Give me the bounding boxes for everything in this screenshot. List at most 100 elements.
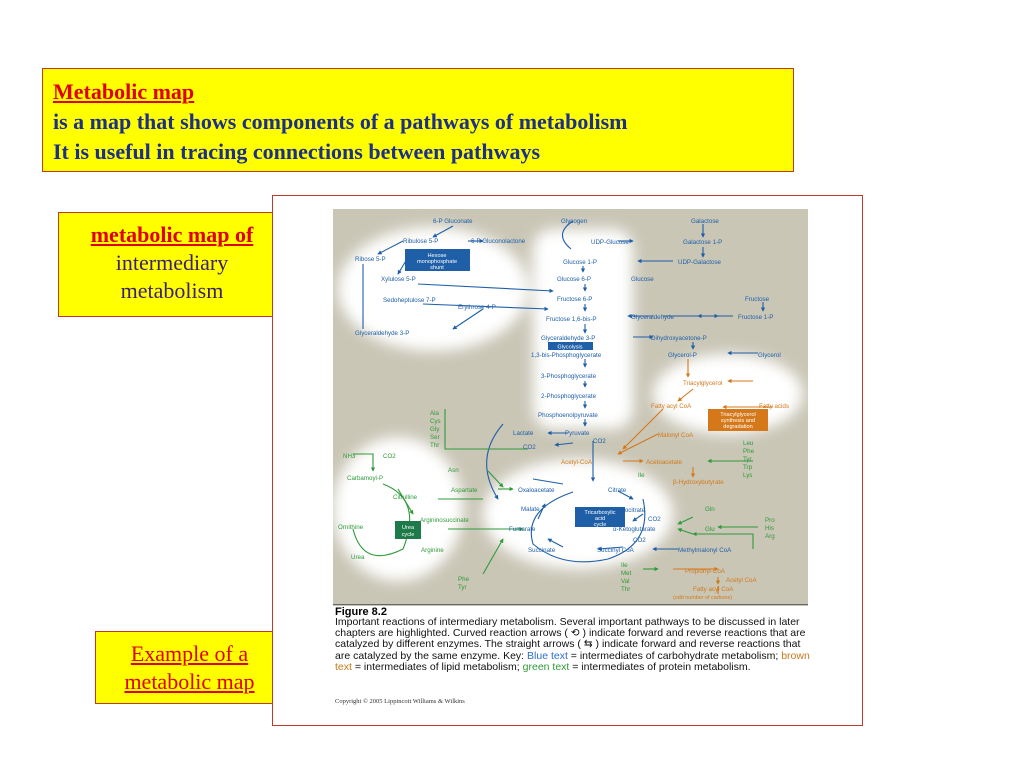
label-glyceraldehyde-3p: Glyceraldehyde 3-P (541, 335, 595, 342)
label-acetyl-coa-b: Acetyl CoA (726, 577, 757, 584)
hms-label-box (405, 249, 470, 271)
curved-arrow-icon: ⟲ (570, 627, 580, 640)
label-ile-a: Ile (638, 472, 645, 479)
label-thr-b: Thr (621, 586, 630, 593)
example-label-box: Example of a metabolic map (95, 631, 284, 704)
label-tyr-b: Tyr (458, 584, 467, 591)
label-erythrose: Erythrose 4-P (458, 304, 496, 311)
label-glucose-6p: Glucose 6-P (557, 276, 591, 283)
label-ornithine: Ornithine (338, 524, 364, 531)
label-13-bpg: 1,3-bis-Phosphoglycerate (531, 352, 602, 359)
label-6p-gluconate: 6-P Gluconate (433, 218, 473, 225)
label-acetoacetate: Acetoacetate (646, 459, 683, 466)
label-glucose-1p: Glucose 1-P (563, 259, 597, 266)
figure-copyright: Copyright © 2005 Lippincott Williams & W… (335, 698, 465, 705)
label-glycerol: Glycerol (758, 352, 781, 359)
label-glyceraldehyde: Glyceraldehyde (631, 314, 675, 321)
label-glucose: Glucose (631, 276, 654, 283)
label-glycolysis: Glycolysis (557, 345, 582, 351)
label-tca-3: cycle (594, 522, 607, 528)
label-ribose: Ribose 5-P (355, 256, 386, 263)
label-thr: Thr (430, 442, 439, 449)
label-asn: Asn (448, 467, 459, 474)
definition-box: Metabolic map is a map that shows compon… (42, 68, 794, 172)
label-ala: Ala (430, 410, 440, 417)
caption-part-a: Important reactions of intermediary meta… (335, 616, 800, 640)
label-succinate: Succinate (528, 547, 556, 554)
label-met: Met (621, 570, 632, 577)
label-arginine: Arginine (421, 547, 444, 554)
label-tag-3: degradation (723, 424, 753, 430)
label-urea: Urea (351, 554, 365, 561)
label-2pg: 2-Phosphoglycerate (541, 393, 597, 400)
label-tyr: Tyr (743, 456, 752, 463)
definition-line-2: It is useful in tracing connections betw… (53, 139, 541, 164)
label-co2-d: CO2 (648, 516, 661, 523)
label-galactose: Galactose (691, 218, 719, 225)
caption-blue-text: Blue text (527, 649, 568, 662)
label-acetyl-coa: Acetyl-CoA (561, 459, 593, 466)
protein-arrows (352, 409, 758, 575)
caption-brown-text: brown text (335, 649, 810, 673)
label-citrate: Citrate (608, 487, 627, 494)
label-propionyl-coa: Propionyl-CoA (685, 568, 726, 575)
label-oxaloacetate: Oxaloacetate (518, 487, 555, 494)
label-hydroxybutyrate: β-Hydroxybutyrate (673, 479, 724, 486)
label-succinyl-coa: Succinyl CoA (597, 547, 635, 554)
label-fatty-acyl-coa: Fatty acyl CoA (651, 403, 692, 410)
definition-line-1: is a map that shows components of a path… (53, 109, 628, 134)
definition-term: Metabolic map (53, 79, 195, 104)
side-label-line-2: metabolism (120, 278, 224, 303)
label-co2-a: CO2 (523, 444, 536, 451)
label-gly: Gly (430, 426, 440, 433)
label-ketoglutarate: α-Ketoglutarate (613, 526, 656, 533)
label-fructose: Fructose (745, 296, 770, 303)
label-tag-2: synthesis and (721, 418, 755, 424)
protein-labels: Ala Cys Gly Ser Thr Leu Phe Tyr Trp Lys … (338, 410, 775, 593)
label-aspartate: Aspartate (451, 487, 478, 494)
side-label-box: metabolic map of intermediary metabolism (58, 212, 286, 317)
caption-part-d: = intermediates of carbohydrate metaboli… (567, 649, 782, 662)
label-nh3: NH3 (343, 453, 356, 460)
label-phe-b: Phe (458, 576, 470, 583)
side-label-line-1: intermediary (115, 250, 229, 275)
label-urea-cycle-2: cycle (402, 532, 415, 538)
label-udp-glucose: UDP-Glucose (591, 239, 629, 246)
label-hms-3: shunt (430, 265, 444, 271)
figure-caption: Important reactions of intermediary meta… (335, 616, 810, 673)
label-val: Val (621, 578, 629, 585)
label-trp: Trp (743, 464, 753, 471)
label-his: His (765, 525, 774, 532)
label-pro: Pro (765, 517, 775, 524)
label-hms-1: Hexose (428, 253, 447, 259)
label-odd-fatty-acyl-coa: Fatty acyl CoA (693, 586, 734, 593)
label-carbamoyl-p: Carbamoyl-P (347, 475, 383, 482)
label-glu: Glu (705, 526, 715, 533)
lipid-labels: Triacylglycerol Fatty acyl CoA Fatty aci… (561, 380, 789, 601)
figure-title: Figure 8.2 (335, 606, 387, 618)
lipid-arrows (617, 359, 773, 594)
label-dihydroxyacetone-p: Dihydroxyacetone-P (651, 335, 707, 342)
figure-rule (333, 604, 808, 605)
label-ribulose: Ribulose 5-P (403, 238, 438, 245)
caption-part-c: ) indicate forward and reverse reactions… (335, 638, 801, 662)
label-fructose-6p: Fructose 6-P (557, 296, 592, 303)
label-argininosuccinate: Argininosuccinate (420, 517, 469, 524)
example-label-line-2: metabolic map (124, 669, 255, 694)
caption-green-text: green text (522, 660, 570, 673)
carbohydrate-labels: 6-P Gluconate Ribulose 5-P 6-P Gluconola… (355, 218, 781, 554)
carbohydrate-arrows (362, 220, 766, 500)
pathway-box-labels: Hexose monophosphate shunt Glycolysis Tr… (402, 253, 756, 538)
label-tag-1: Triacylglycerol (720, 412, 756, 418)
label-fructose-16-bp: Fructose 1,6-bis-P (546, 316, 597, 323)
label-xylulose: Xylulose 5-P (381, 276, 416, 283)
label-fructose-1p: Fructose 1-P (738, 314, 773, 321)
label-urea-cycle-1: Urea (402, 525, 415, 531)
double-arrow-icon: ⇆ (583, 638, 593, 651)
label-ile-b: Ile (621, 562, 628, 569)
label-malate: Malate (521, 506, 540, 513)
label-co2-e: CO2 (633, 537, 646, 544)
label-glycerol-p: Glycerol-P (668, 352, 697, 359)
label-leu: Leu (743, 440, 754, 447)
label-udp-galactose: UDP-Galactose (678, 259, 722, 266)
